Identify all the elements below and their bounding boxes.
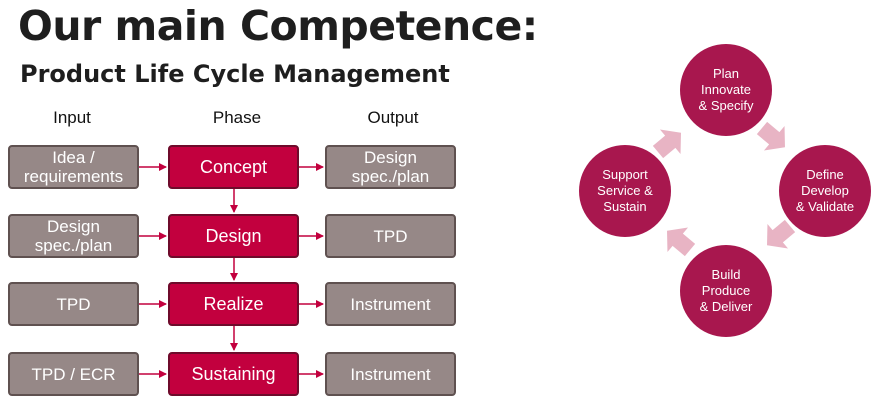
output-box-tpd: TPD	[325, 214, 456, 258]
page-title: Our main Competence:	[18, 2, 538, 50]
output-box-instrument-sustaining: Instrument	[325, 352, 456, 396]
output-box-instrument-realize: Instrument	[325, 282, 456, 326]
phase-column-header: Phase	[212, 108, 262, 127]
input-box-tpd-ecr: TPD / ECR	[8, 352, 139, 396]
phase-box-concept: Concept	[168, 145, 299, 189]
cycle-arrow-build-to-support	[667, 227, 696, 257]
page-subtitle: Product Life Cycle Management	[20, 60, 450, 88]
phase-box-design: Design	[168, 214, 299, 258]
phase-box-realize: Realize	[168, 282, 299, 326]
phase-box-sustaining: Sustaining	[168, 352, 299, 396]
cycle-arrow-define-to-build	[767, 219, 796, 249]
input-box-tpd: TPD	[8, 282, 139, 326]
input-box-idea-requirements: Idea /requirements	[8, 145, 139, 189]
cycle-arrow-plan-to-define	[756, 121, 785, 151]
output-column-header: Output	[367, 108, 419, 127]
cycle-arrow-support-to-plan	[652, 129, 681, 159]
input-column-header: Input	[53, 108, 91, 127]
